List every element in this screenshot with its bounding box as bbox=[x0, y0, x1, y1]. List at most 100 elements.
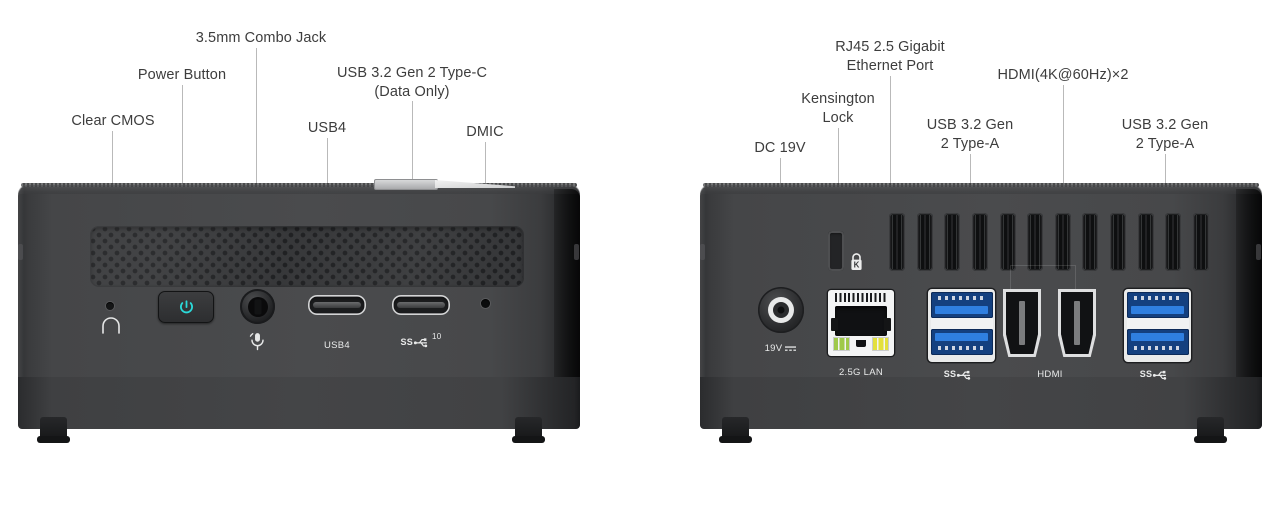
leader-dc-19v bbox=[780, 158, 781, 185]
rj45-cavity bbox=[834, 305, 888, 337]
dmic-pinhole bbox=[481, 299, 490, 308]
ss10-speed-text: 10 bbox=[432, 332, 442, 341]
vent-slot bbox=[916, 213, 933, 271]
leader-dmic bbox=[485, 142, 486, 184]
leader-power-button bbox=[182, 85, 183, 184]
callout-dc-19v: DC 19V bbox=[754, 140, 806, 156]
vent-slot bbox=[1137, 213, 1154, 271]
callout-usb4: USB4 bbox=[307, 120, 347, 136]
power-button[interactable] bbox=[158, 291, 214, 323]
rj45-latch-right bbox=[884, 317, 891, 331]
usb-a-contacts bbox=[1133, 345, 1182, 350]
usb-a-tongue bbox=[934, 332, 989, 341]
dc-port-marking: 19V bbox=[755, 343, 807, 354]
rear-top-lip bbox=[700, 185, 1262, 194]
kensington-lock-slot[interactable] bbox=[828, 231, 844, 271]
front-mesh-sheen bbox=[90, 226, 524, 287]
usb-a-port-bottom-left[interactable] bbox=[930, 328, 993, 355]
usb-a-contacts bbox=[937, 295, 986, 300]
rear-base bbox=[700, 377, 1262, 429]
leader-usb4 bbox=[327, 138, 328, 184]
usb-c-data-port[interactable] bbox=[392, 295, 450, 315]
rear-side-notch bbox=[700, 244, 705, 260]
vent-slot bbox=[999, 213, 1016, 271]
vent-slot bbox=[1192, 213, 1209, 271]
vent-slot bbox=[1165, 213, 1182, 271]
rear-foot-left bbox=[719, 417, 752, 443]
dc-voltage-text: 19V bbox=[764, 343, 783, 354]
leader-kensington bbox=[838, 128, 839, 185]
rear-chassis: K 19V bbox=[700, 183, 1262, 443]
usb-a-right-marking: SS bbox=[1124, 368, 1186, 380]
usb-a-port-top-right[interactable] bbox=[1126, 291, 1189, 318]
vent-slot bbox=[944, 213, 961, 271]
usb4-port-marking: USB4 bbox=[323, 340, 351, 351]
callout-combo-jack: 3.5mm Combo Jack bbox=[195, 30, 327, 46]
usb-a-divider-left bbox=[930, 317, 993, 329]
hdmi-port-2-frame[interactable] bbox=[1058, 289, 1096, 357]
audio-combo-jack[interactable] bbox=[240, 289, 275, 324]
leader-clear-cmos bbox=[112, 131, 113, 184]
front-mesh-grille bbox=[90, 226, 524, 287]
rear-left-edge bbox=[700, 189, 706, 423]
callout-clear-cmos: Clear CMOS bbox=[71, 113, 155, 129]
vent-slot bbox=[971, 213, 988, 271]
usb-trident-icon bbox=[413, 338, 428, 348]
rj45-latch-left bbox=[831, 317, 838, 331]
vent-slot bbox=[1027, 213, 1044, 271]
front-side-notch-right bbox=[574, 244, 579, 260]
leader-combo-jack bbox=[256, 48, 257, 184]
dc-symbol-icon bbox=[785, 345, 797, 351]
usb-a-contacts bbox=[1133, 295, 1182, 300]
usb-a-contacts bbox=[937, 345, 986, 350]
dc-power-jack[interactable] bbox=[758, 287, 804, 333]
rj45-ethernet-port[interactable] bbox=[828, 290, 894, 356]
front-foot-right bbox=[512, 417, 545, 443]
clear-cmos-pinhole[interactable] bbox=[106, 302, 114, 310]
leader-hdmi bbox=[1063, 85, 1064, 185]
leader-rj45 bbox=[890, 76, 891, 185]
front-top-lip bbox=[18, 185, 580, 194]
usb-a-left-marking: SS bbox=[928, 368, 990, 380]
usb-a-port-bottom-right[interactable] bbox=[1126, 328, 1189, 355]
hdmi-port-1-frame[interactable] bbox=[1003, 289, 1041, 357]
rj45-led-green bbox=[833, 336, 850, 351]
front-top-tab bbox=[374, 179, 438, 190]
leader-usb-c bbox=[412, 101, 413, 184]
rear-vent-array bbox=[889, 213, 1209, 271]
front-foot-left bbox=[37, 417, 70, 443]
usb-a-stack-right[interactable] bbox=[1124, 289, 1191, 362]
rj45-pin-contacts bbox=[835, 293, 887, 303]
usb-a-stack-left[interactable] bbox=[928, 289, 995, 362]
front-chassis: USB4 SS 10 bbox=[18, 183, 580, 443]
callout-power-button: Power Button bbox=[137, 67, 227, 83]
rear-side-notch-right bbox=[1256, 244, 1261, 260]
usb-a-port-top-left[interactable] bbox=[930, 291, 993, 318]
headphone-icon bbox=[102, 317, 120, 334]
callout-usb-a-left: USB 3.2 Gen 2 Type-A bbox=[926, 117, 1014, 152]
lan-port-marking: 2.5G LAN bbox=[838, 367, 884, 378]
usb4-type-c-port[interactable] bbox=[308, 295, 366, 315]
callout-usb-a-right: USB 3.2 Gen 2 Type-A bbox=[1121, 117, 1209, 152]
usb-trident-icon bbox=[957, 370, 971, 380]
svg-text:K: K bbox=[854, 260, 860, 269]
headset-mic-icon bbox=[249, 333, 264, 351]
usb-trident-icon bbox=[1153, 370, 1167, 380]
callout-hdmi: HDMI(4K@60Hz)×2 bbox=[997, 67, 1129, 83]
hdmi-port-1-tongue bbox=[1019, 301, 1025, 345]
usb-a-tongue bbox=[934, 305, 989, 314]
vent-slot bbox=[1054, 213, 1071, 271]
rj45-clip-notch bbox=[855, 339, 867, 347]
callout-usb-c: USB 3.2 Gen 2 Type-C (Data Only) bbox=[336, 65, 488, 100]
callout-dmic: DMIC bbox=[466, 124, 504, 140]
hdmi-port-2-tongue bbox=[1074, 301, 1080, 345]
front-base bbox=[18, 377, 580, 429]
dc-center-pin bbox=[777, 306, 785, 314]
rear-foot-right bbox=[1194, 417, 1227, 443]
front-left-edge bbox=[18, 189, 24, 423]
power-icon bbox=[179, 299, 193, 313]
ss-text: SS bbox=[1139, 369, 1153, 379]
usb-a-divider-right bbox=[1126, 317, 1189, 329]
leader-usb-a-right bbox=[1165, 154, 1166, 185]
